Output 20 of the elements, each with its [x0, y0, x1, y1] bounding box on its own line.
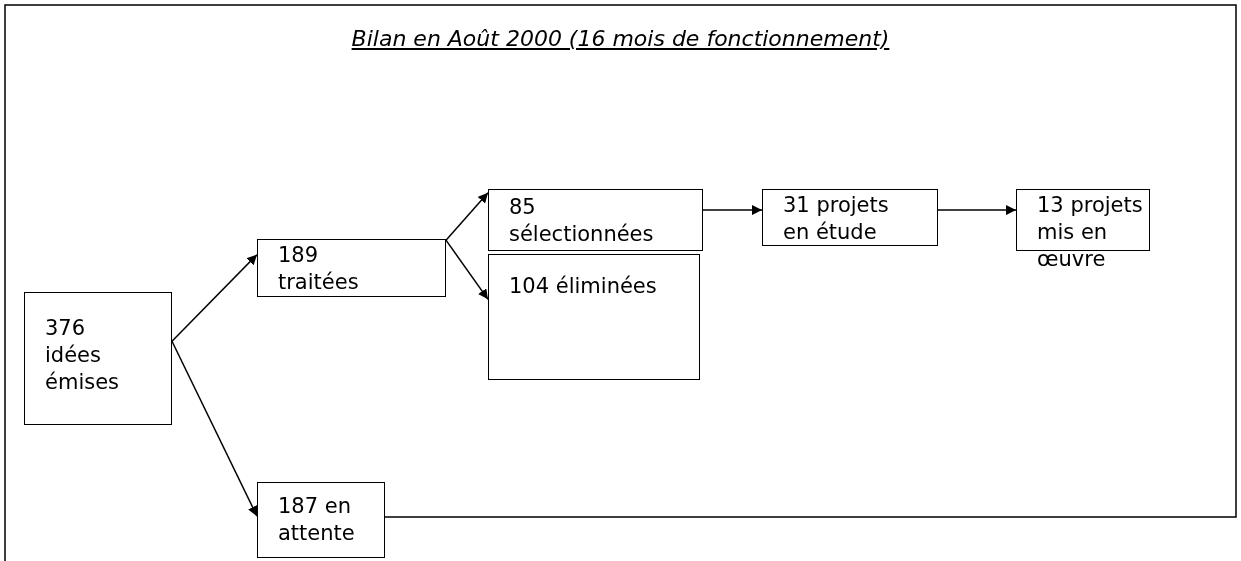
- box-label: 31 projets en étude: [783, 192, 890, 246]
- box-label: 13 projets mis en œuvre: [1037, 192, 1144, 273]
- process-box: [257, 482, 385, 558]
- arrow: [171, 340, 258, 517]
- process-box: [488, 254, 700, 380]
- box-label: 85 sélectionnées: [509, 194, 655, 248]
- arrow: [445, 239, 489, 301]
- arrow: [937, 205, 1017, 216]
- title: Bilan en Août 2000 (16 mois de fonctionnement): [351, 26, 890, 51]
- box-label: 187 en attente: [278, 493, 356, 547]
- box-label: 376 idées émises: [45, 315, 120, 396]
- process-box: [24, 292, 172, 425]
- arrow: [445, 191, 489, 241]
- process-box: [488, 189, 703, 251]
- process-box: [762, 189, 938, 246]
- box-label: 104 éliminées: [509, 273, 658, 300]
- process-box: [257, 239, 446, 297]
- arrow: [171, 253, 258, 342]
- box-label: 189 traitées: [278, 242, 360, 296]
- arrow: [702, 205, 763, 216]
